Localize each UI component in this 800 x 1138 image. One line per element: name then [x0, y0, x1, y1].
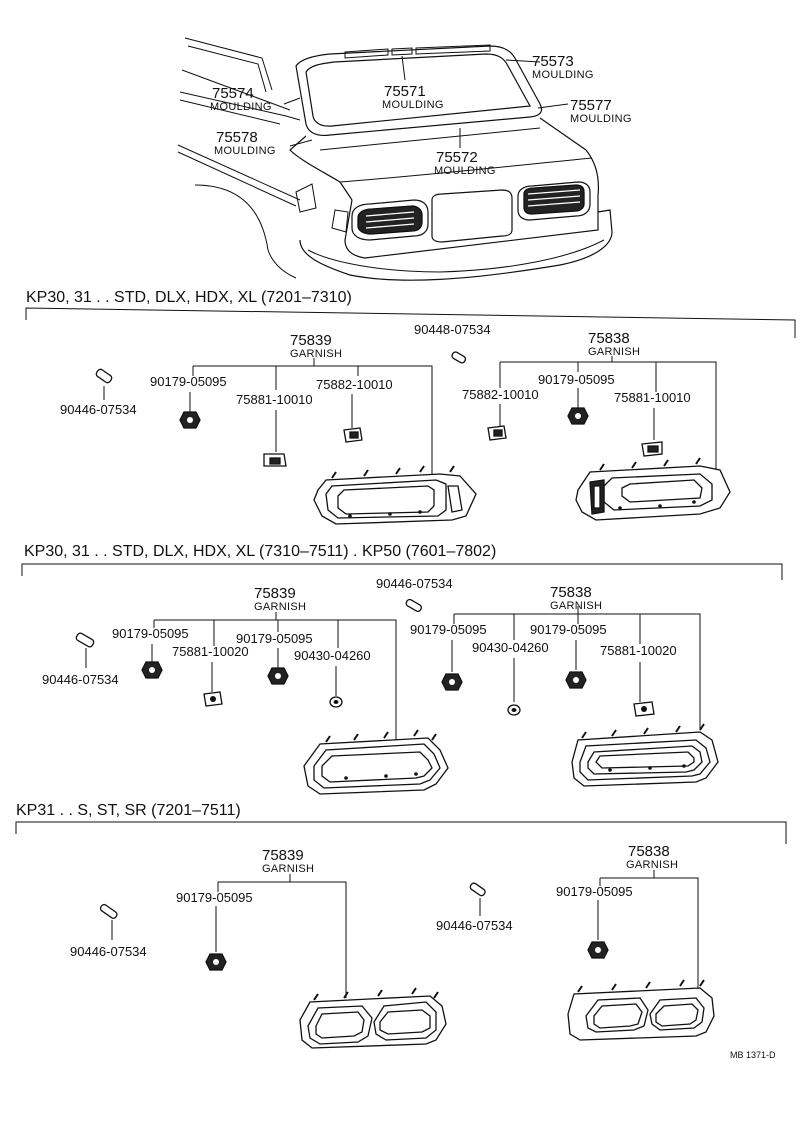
part-number: 75881-10010: [614, 390, 691, 405]
garnish-right-illustration: [571, 723, 719, 787]
part-number: 90179-05095: [556, 884, 633, 899]
callout-number: 75578: [216, 129, 258, 146]
garnish-number: 75838: [550, 584, 592, 601]
callout-name: MOULDING: [434, 165, 496, 177]
garnish-number: 75838: [628, 843, 670, 860]
part-number: 90179-05095: [150, 374, 227, 389]
section-bracket: [25, 307, 796, 338]
callout-number: 75577: [570, 97, 612, 114]
part-number: 90446-07534: [42, 672, 119, 687]
callout-name: MOULDING: [532, 69, 594, 81]
pin-icon: [75, 632, 95, 648]
callout-name: MOULDING: [210, 101, 272, 113]
section-header: KP30, 31 . . STD, DLX, HDX, XL (7201–731…: [26, 289, 352, 306]
part-number: 90430-04260: [294, 648, 371, 663]
garnish-right-illustration: [567, 979, 715, 1041]
garnish-left-illustration: [299, 987, 447, 1049]
leader-75571: [401, 55, 406, 81]
part-number: 90446-07534: [60, 402, 137, 417]
garnish-name: GARNISH: [262, 863, 314, 875]
leader-75577: [537, 103, 569, 109]
garnish-left-illustration: [313, 465, 477, 525]
part-number: 75881-10020: [600, 643, 677, 658]
part-number: 90430-04260: [472, 640, 549, 655]
pin-icon: [451, 351, 467, 364]
part-number: 75881-10010: [236, 392, 313, 407]
callout-number: 75574: [212, 85, 254, 102]
part-number: 75882-10010: [316, 377, 393, 392]
part-number: 90179-05095: [236, 631, 313, 646]
callout-name: MOULDING: [570, 113, 632, 125]
callout-name: MOULDING: [214, 145, 276, 157]
garnish-name: GARNISH: [550, 600, 602, 612]
garnish-number: 75839: [262, 847, 304, 864]
pin-icon: [469, 882, 486, 897]
garnish-number: 75839: [290, 332, 332, 349]
part-number: 90179-05095: [410, 622, 487, 637]
callout-number: 75572: [436, 149, 478, 166]
section-1: KP30, 31 . . STD, DLX, HDX, XL (7201–731…: [25, 289, 796, 525]
leader-75574: [283, 97, 301, 105]
callout-number: 75573: [532, 53, 574, 70]
leader-75573: [505, 59, 541, 63]
section-bracket: [21, 563, 783, 580]
garnish-name: GARNISH: [290, 348, 342, 360]
part-number: 75881-10020: [172, 644, 249, 659]
garnish-left-illustration: [303, 729, 449, 795]
section-header: KP30, 31 . . STD, DLX, HDX, XL (7310–751…: [24, 543, 496, 560]
part-number: 90446-07534: [436, 918, 513, 933]
garnish-name: GARNISH: [254, 601, 306, 613]
part-number: 90448-07534: [414, 322, 491, 337]
leader-75578: [289, 139, 313, 147]
pin-icon: [99, 903, 118, 919]
part-number: 90179-05095: [176, 890, 253, 905]
section-2: KP30, 31 . . STD, DLX, HDX, XL (7310–751…: [21, 543, 783, 795]
callout-name: MOULDING: [382, 99, 444, 111]
garnish-name: GARNISH: [588, 346, 640, 358]
car-rear-illustration: [177, 37, 613, 281]
garnish-right-illustration: [575, 457, 731, 521]
pin-icon: [95, 368, 113, 384]
part-number: 75882-10010: [462, 387, 539, 402]
part-number: 90446-07534: [376, 576, 453, 591]
part-number: 90179-05095: [112, 626, 189, 641]
section-header: KP31 . . S, ST, SR (7201–7511): [16, 802, 241, 819]
garnish-name: GARNISH: [626, 859, 678, 871]
footer-code: MB 1371-D: [730, 1050, 776, 1060]
top-callouts: 75573 MOULDING 75571 MOULDING 75574 MOUL…: [210, 53, 632, 177]
section-bracket: [15, 821, 787, 844]
garnish-number: 75839: [254, 585, 296, 602]
section-3: KP31 . . S, ST, SR (7201–7511) 75839 GAR…: [15, 802, 787, 1060]
pin-icon: [405, 598, 422, 613]
part-number: 90179-05095: [530, 622, 607, 637]
garnish-number: 75838: [588, 330, 630, 347]
part-number: 90179-05095: [538, 372, 615, 387]
part-number: 90446-07534: [70, 944, 147, 959]
callout-number: 75571: [384, 83, 426, 100]
